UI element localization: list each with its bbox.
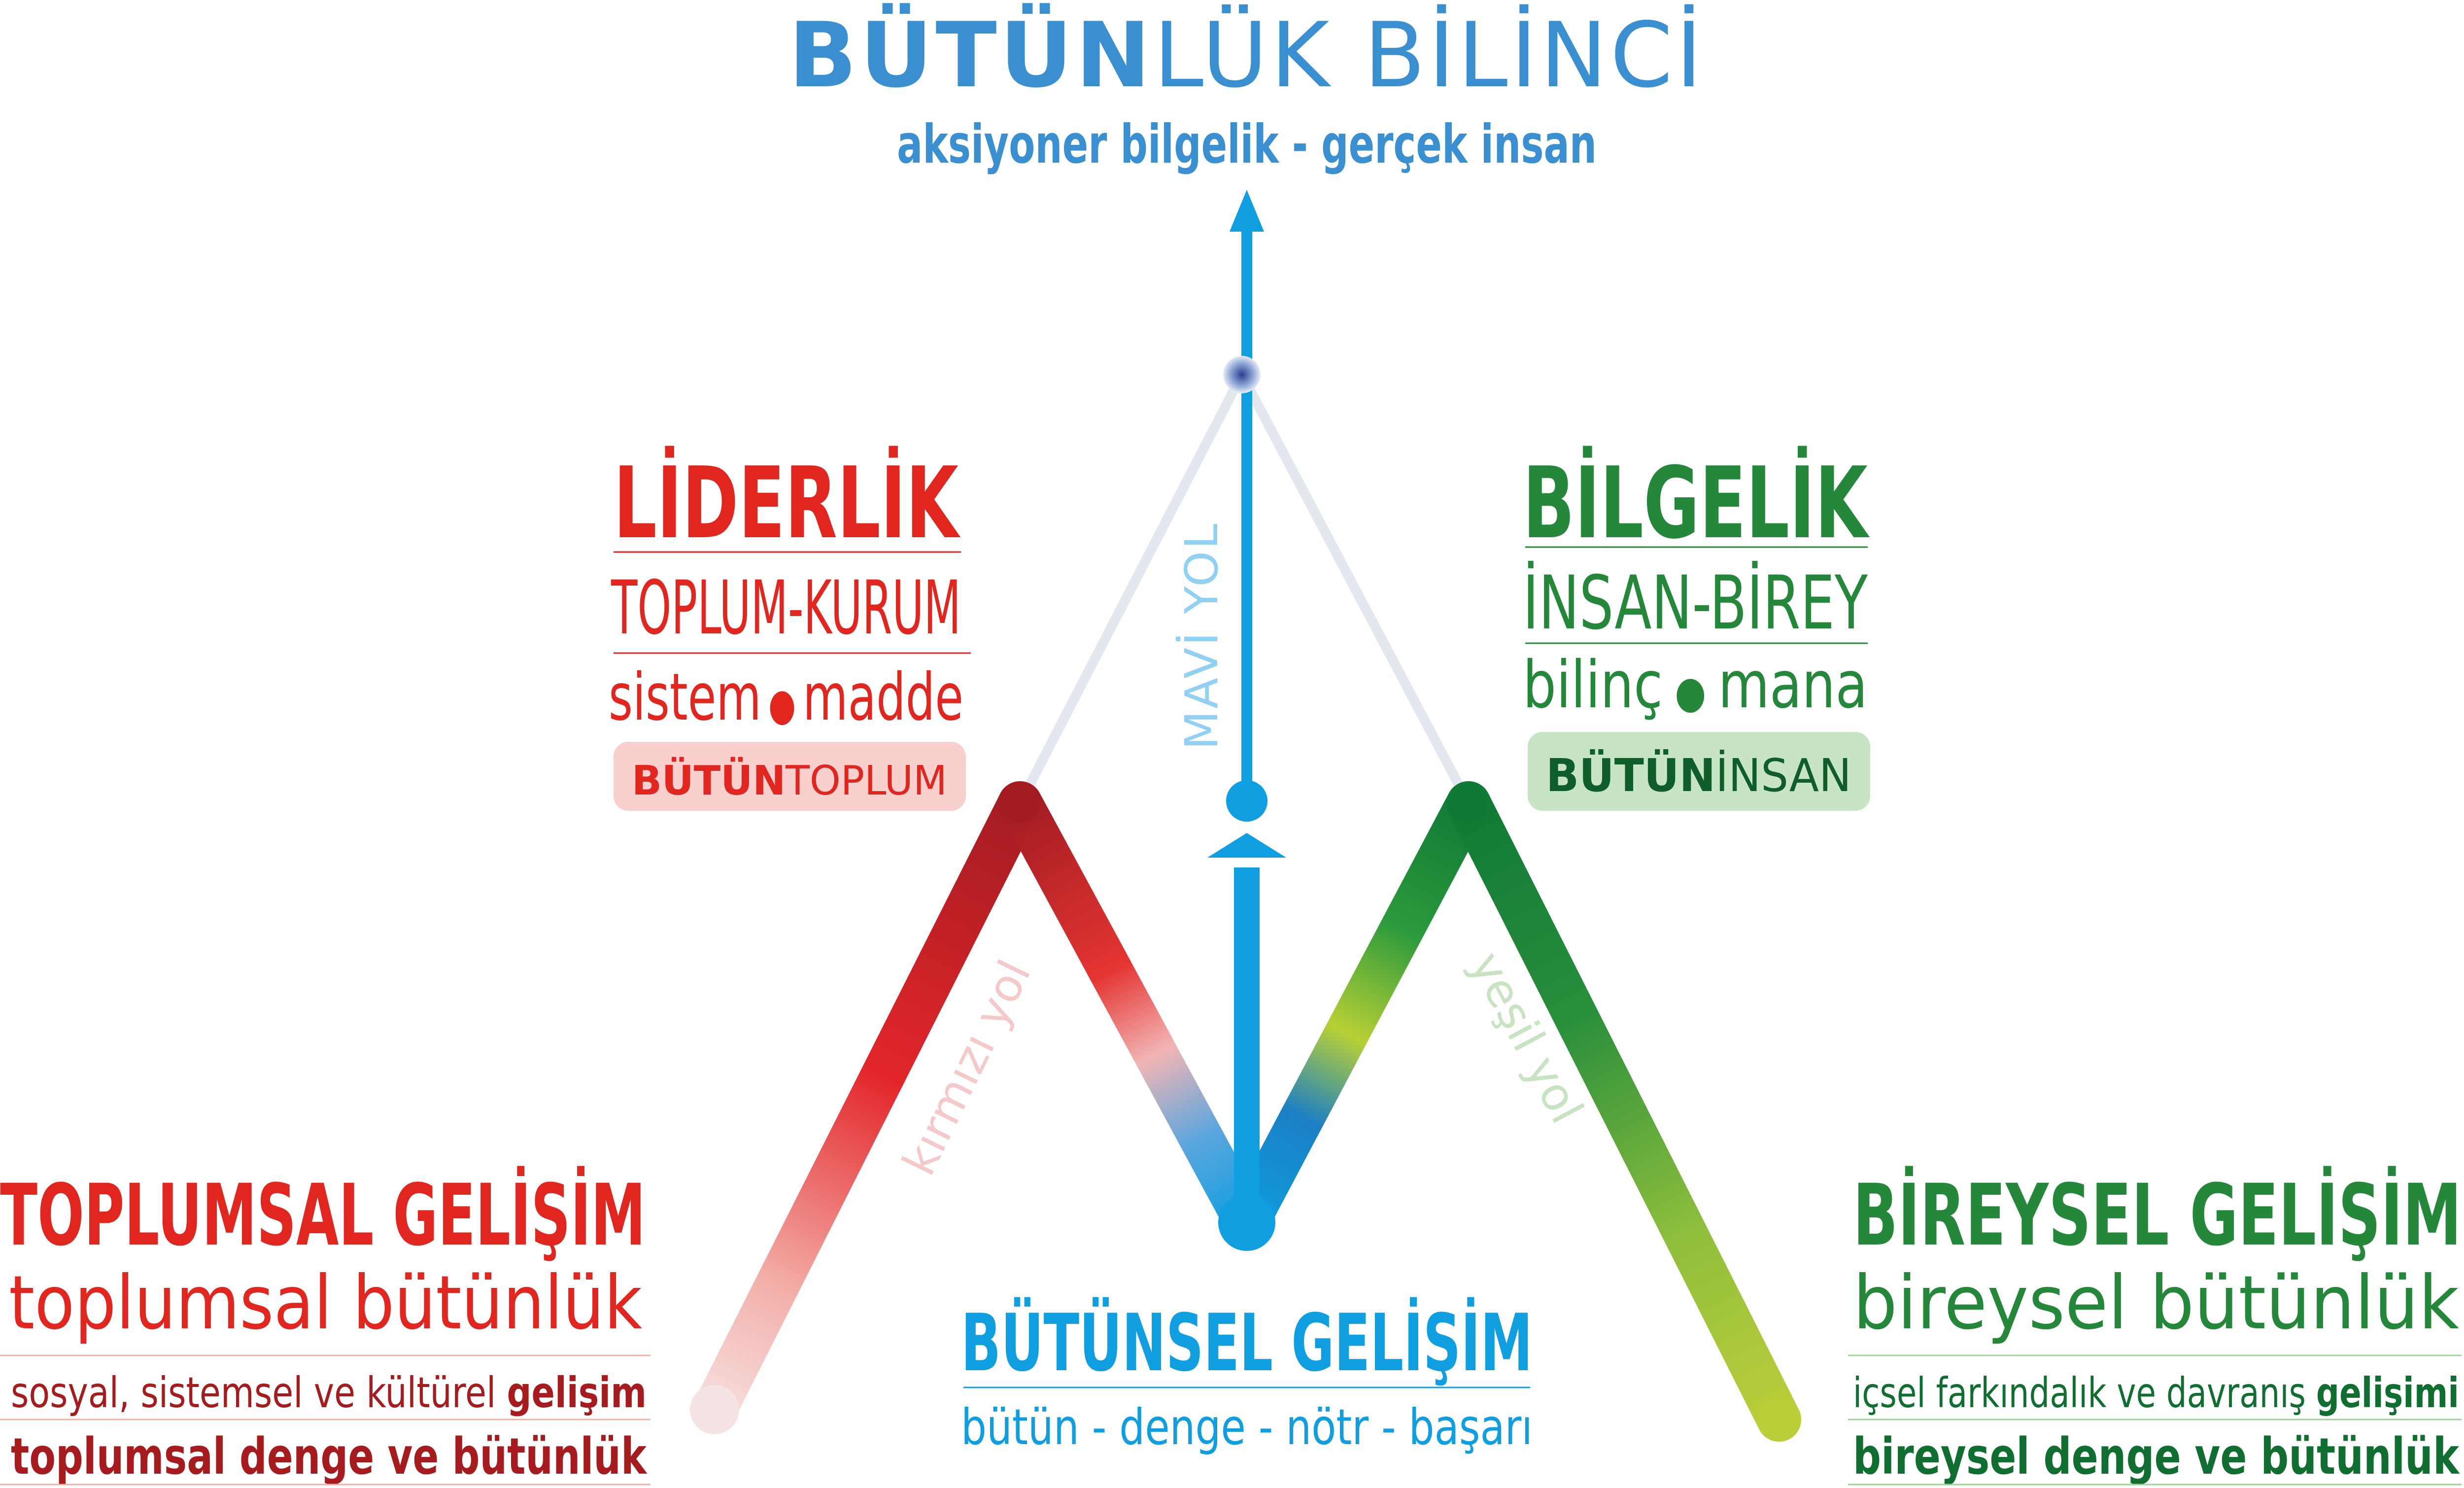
- gray-connector-right: [1237, 370, 1473, 808]
- red-peak-joint: [1000, 784, 1040, 823]
- wisdom-badge-rest: İNSAN: [1715, 749, 1851, 802]
- bullet-dot-icon: ●: [1675, 666, 1706, 718]
- center-subtitle: bütün - denge - nötr - başarı: [961, 1398, 1533, 1456]
- social-line3: toplumsal denge ve bütünlük: [11, 1427, 648, 1486]
- leadership-badge-text: BÜTÜNTOPLUM: [632, 757, 947, 804]
- wisdom-heading: BİLGELİK: [1523, 446, 1870, 561]
- top-subtitle: aksiyoner bilgelik - gerçek insan: [897, 114, 1597, 175]
- top-title-bold: BÜTÜN: [788, 3, 1154, 107]
- wisdom-line2-b: mana: [1718, 647, 1868, 723]
- wisdom-badge: [1528, 732, 1870, 811]
- apex-node: [1223, 356, 1261, 393]
- bullet-dot-icon: ●: [768, 679, 796, 730]
- individual-line2-a: içsel farkındalık ve davranış: [1853, 1369, 2316, 1417]
- individual-line2: içsel farkındalık ve davranış gelişimi: [1853, 1369, 2459, 1417]
- top-title: BÜTÜNLÜK BİLİNCİ: [788, 3, 1705, 107]
- wisdom-line1: İNSAN-BİREY: [1523, 560, 1868, 646]
- leadership-heading: LİDERLİK: [614, 446, 961, 561]
- blue-upper-arrowhead: [1230, 190, 1264, 232]
- leadership-line2-a: sistem: [609, 659, 761, 735]
- social-line1: toplumsal bütünlük: [9, 1260, 642, 1346]
- leadership-badge: [614, 742, 966, 811]
- social-line2-a: sosyal, sistemsel ve kültürel: [11, 1368, 507, 1418]
- leadership-line1: TOPLUM-KURUM: [611, 565, 961, 651]
- leadership-line2-b: madde: [803, 659, 963, 735]
- green-end-dot: [1757, 1397, 1801, 1442]
- blue-path-label: MAVİ YOL: [1175, 522, 1228, 750]
- green-path-inner: [1225, 781, 1491, 1245]
- social-line2-b: gelişim: [507, 1368, 647, 1418]
- individual-line3: bireysel denge ve bütünlük: [1853, 1427, 2460, 1486]
- individual-line1: bireysel bütünlük: [1853, 1260, 2459, 1346]
- leadership-line2: sistem●madde: [609, 659, 963, 735]
- gray-connector-left: [1015, 370, 1247, 808]
- leadership-badge-rest: TOPLUM: [785, 758, 947, 804]
- individual-line2-b: gelişimi: [2316, 1369, 2459, 1417]
- individual-heading: BİREYSEL GELİŞİM: [1853, 1166, 2462, 1265]
- green-path-outer: [1446, 781, 1801, 1442]
- wisdom-line2: bilinç●mana: [1523, 647, 1868, 723]
- red-path-inner: [998, 781, 1269, 1245]
- red-start-dot: [690, 1385, 739, 1434]
- top-title-rest: LÜK BİLİNCİ: [1154, 3, 1705, 107]
- green-peak-joint: [1449, 784, 1488, 823]
- red-path-outer: [692, 781, 1042, 1432]
- wisdom-badge-text: BÜTÜNİNSAN: [1546, 748, 1851, 802]
- wisdom-badge-bold: BÜTÜN: [1546, 748, 1715, 802]
- social-line2: sosyal, sistemsel ve kültürel gelişim: [11, 1368, 647, 1418]
- center-heading: BÜTÜNSEL GELİŞİM: [961, 1296, 1533, 1389]
- leadership-badge-bold: BÜTÜN: [632, 757, 786, 804]
- wisdom-line2-a: bilinç: [1523, 647, 1663, 723]
- social-heading: TOPLUMSAL GELİŞİM: [0, 1166, 646, 1265]
- blue-lower-arrowhead: [1207, 833, 1286, 858]
- blue-bottom-node: [1218, 1194, 1275, 1251]
